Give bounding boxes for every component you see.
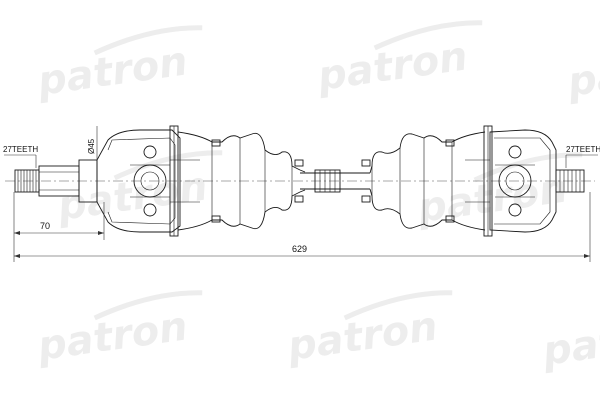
svg-text:patron: patron xyxy=(34,38,190,105)
right-boot xyxy=(361,131,486,231)
watermark-logo: patron xyxy=(284,290,453,370)
right-spline-label: 27TEETH xyxy=(566,145,600,154)
svg-text:patron: patron xyxy=(284,303,440,370)
dimension-annotations: 27TEETH Ø45 70 629 27TEETH xyxy=(3,126,600,262)
svg-text:patron: patron xyxy=(34,303,190,370)
watermark-logo: patron xyxy=(539,308,600,375)
shaft xyxy=(300,169,370,193)
left-spline-label: 27TEETH xyxy=(3,145,38,154)
left-cv-joint xyxy=(96,125,200,237)
right-cv-joint xyxy=(465,125,557,237)
overall-length-label: 629 xyxy=(292,244,307,254)
watermark-logo: patron xyxy=(34,290,203,370)
left-offset-label: 70 xyxy=(40,221,50,231)
svg-text:patron: patron xyxy=(539,308,600,375)
svg-text:patron: patron xyxy=(314,33,470,100)
left-spline-end xyxy=(14,159,98,203)
right-spline-end xyxy=(555,169,585,193)
watermark-logos: patron patron patron patron patron patro… xyxy=(34,20,600,375)
svg-text:patron: patron xyxy=(564,39,600,106)
watermark-logo: patron xyxy=(564,39,600,106)
watermark-logo: patron xyxy=(314,20,483,100)
left-boot xyxy=(177,131,306,231)
diameter-label: Ø45 xyxy=(87,138,96,154)
watermark-logo: patron xyxy=(34,25,203,105)
